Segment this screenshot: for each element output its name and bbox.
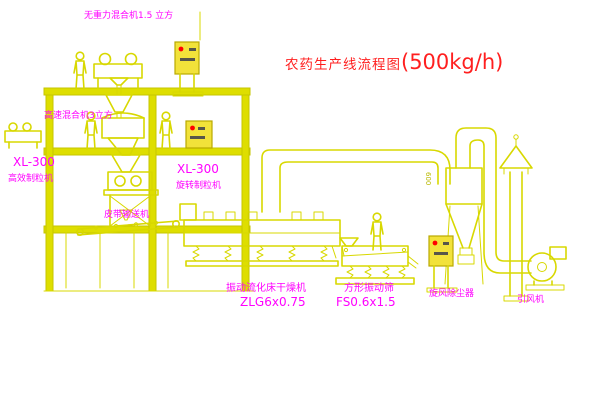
label-granulator-mid-model: XL-300 <box>177 162 219 176</box>
control-panel-1 <box>172 11 204 97</box>
label-top-mixer: 无重力混合机1.5 立方 <box>84 11 174 21</box>
label-belt-conveyor: 皮带输送机 <box>104 210 150 220</box>
diagram-title: 农药生产线流程图 (500kg/h) <box>285 50 503 74</box>
cyclone-outlet-duct <box>455 127 532 274</box>
label-high-speed-mixer: 高速混合机3立方 <box>44 111 113 121</box>
label-dryer-name: 振动流化床干燥机 <box>226 283 306 294</box>
person-second-floor-right <box>159 111 173 150</box>
person-near-sieve <box>370 212 384 251</box>
label-granulator-left-model: XL-300 <box>13 155 55 169</box>
gravity-free-mixer <box>93 52 143 96</box>
cyclone-separator <box>444 167 484 285</box>
exhaust-duct <box>261 149 451 213</box>
small-mixer <box>4 122 42 149</box>
control-panel-2 <box>426 235 458 293</box>
exhaust-stack <box>499 134 533 302</box>
label-dryer-model: ZLG6x0.75 <box>240 295 306 309</box>
label-granulator-mid-name: 旋转制粒机 <box>176 181 222 191</box>
belt-conveyor <box>76 220 181 237</box>
label-cyclone: 旋风除尘器 <box>429 289 475 299</box>
label-fan: 引风机 <box>517 295 545 305</box>
rotary-granulator-cabinet <box>185 120 213 149</box>
induced-draft-fan <box>525 246 567 291</box>
title-text: 农药生产线流程图 <box>285 57 401 73</box>
label-duct-diameter: 600 <box>424 172 432 186</box>
title-capacity: (500kg/h) <box>401 50 504 74</box>
granulator <box>103 154 159 227</box>
fluid-bed-dryer <box>179 203 345 267</box>
vibrating-sieve <box>335 237 419 285</box>
label-granulator-left-name: 高效制粒机 <box>8 174 54 184</box>
label-sieve-name: 方形振动筛 <box>344 283 394 294</box>
label-sieve-model: FS0.6x1.5 <box>336 295 396 309</box>
person-top-floor <box>73 51 87 90</box>
